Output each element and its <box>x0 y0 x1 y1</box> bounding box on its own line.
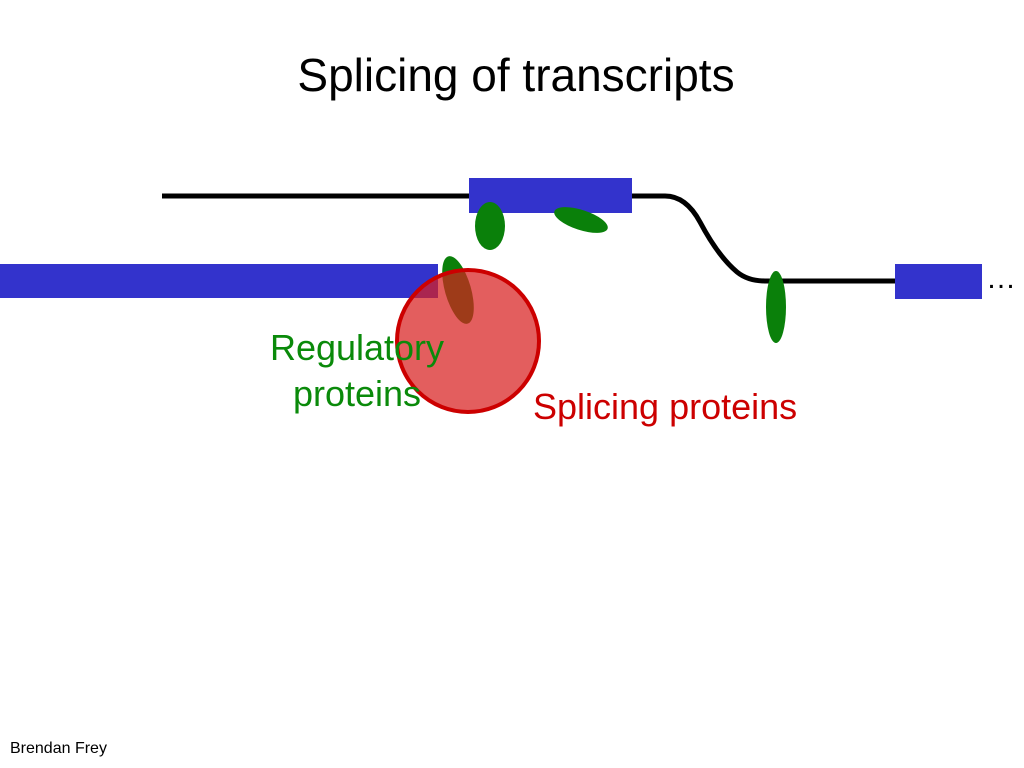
regulatory-protein-1 <box>475 202 505 250</box>
continuation-ellipsis: … <box>986 262 1017 295</box>
regulatory-label-line1: Regulatory <box>269 327 445 368</box>
exon-left <box>0 264 438 298</box>
slide-title: Splicing of transcripts <box>297 49 735 101</box>
author-footer: Brendan Frey <box>10 740 107 757</box>
regulatory-protein-4 <box>766 271 786 343</box>
intron-line-bend <box>630 193 896 284</box>
regulatory-label-line2: proteins <box>292 373 422 414</box>
splicing-protein-circle <box>395 268 541 414</box>
regulatory-proteins-label: Regulatory proteins <box>252 325 462 417</box>
regulatory-protein-2 <box>554 207 608 233</box>
splicing-proteins-label: Splicing proteins <box>533 386 798 427</box>
exon-right <box>895 264 982 299</box>
